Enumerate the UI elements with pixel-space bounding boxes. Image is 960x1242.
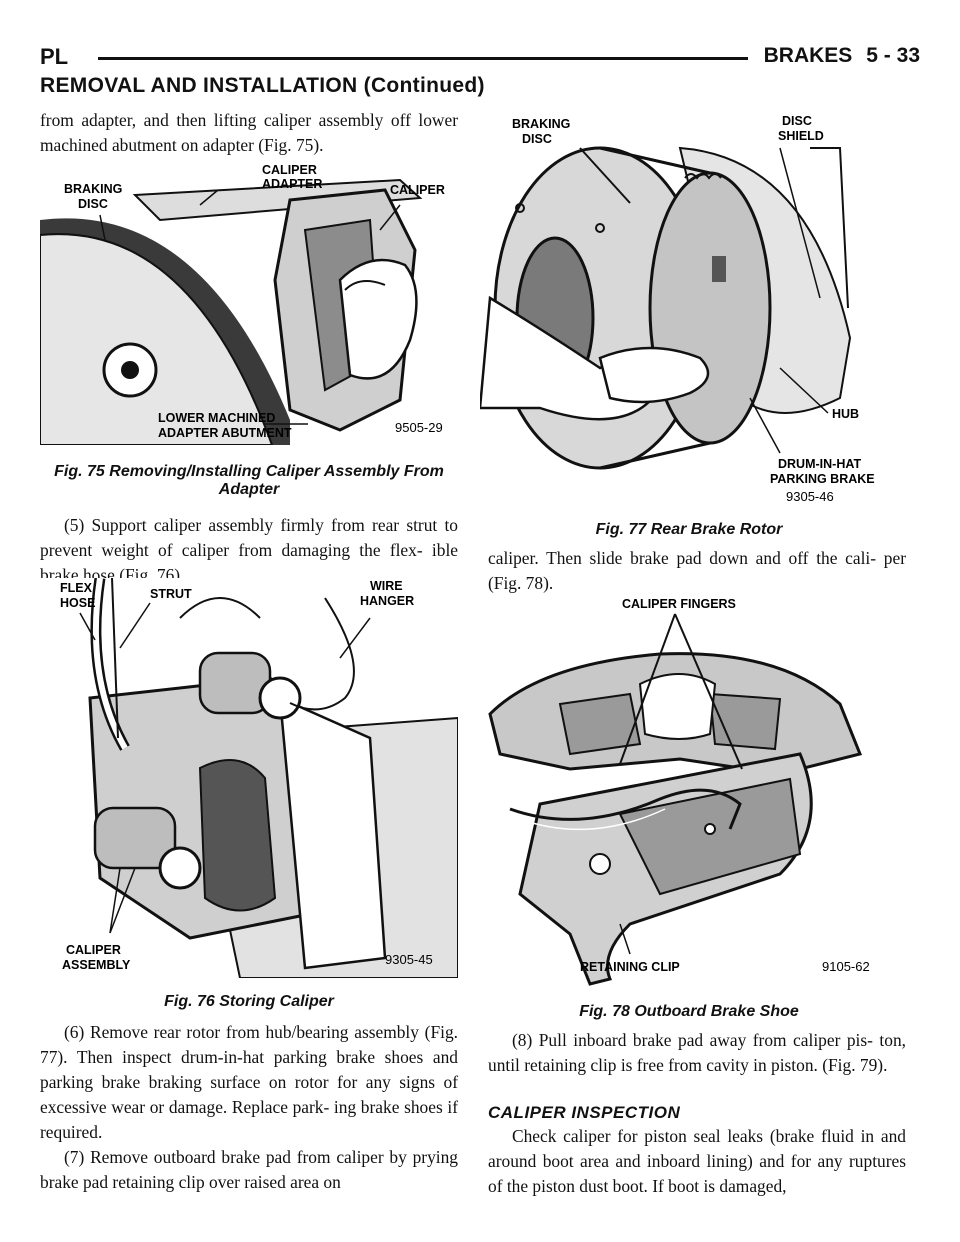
figure-code: 9305-45 — [385, 952, 433, 967]
caption-line: Adapter — [218, 481, 280, 498]
figure-76-illustration: FLEX HOSE STRUT WIRE HANGER CALIPER ASSE… — [40, 578, 458, 978]
right-text-middle: (8) Pull inboard brake pad away from cal… — [488, 1028, 906, 1078]
label: BRAKING — [64, 182, 122, 196]
figure-78: CALIPER FINGERS RETAINING CLIP 9105-62 — [480, 594, 898, 989]
figure-code: 9105-62 — [822, 959, 870, 974]
paragraph: caliper. Then slide brake pad down and o… — [488, 548, 906, 593]
label: LOWER MACHINED — [158, 411, 275, 425]
figure-78-caption: Fig. 78 Outboard Brake Shoe — [579, 1003, 799, 1020]
paragraph: from adapter, and then lifting caliper a… — [40, 110, 458, 155]
figure-77-illustration: BRAKING DISC DISC SHIELD HUB DRUM-IN-HAT… — [480, 108, 898, 508]
label: SHIELD — [778, 129, 824, 143]
header-right: BRAKES 5 - 33 — [750, 44, 920, 68]
paragraph: (8) Pull inboard brake pad away from cal… — [488, 1030, 906, 1075]
figure-code: 9505-29 — [395, 420, 443, 435]
label: DISC — [78, 197, 108, 211]
right-text-top: caliper. Then slide brake pad down and o… — [488, 546, 906, 596]
figure-76: FLEX HOSE STRUT WIRE HANGER CALIPER ASSE… — [40, 578, 458, 978]
paragraph: Check caliper for piston seal leaks (bra… — [488, 1126, 906, 1196]
figure-76-caption: Fig. 76 Storing Caliper — [164, 993, 334, 1010]
label: CALIPER — [66, 943, 121, 957]
figure-77: BRAKING DISC DISC SHIELD HUB DRUM-IN-HAT… — [480, 108, 898, 508]
left-text-top: from adapter, and then lifting caliper a… — [40, 108, 458, 158]
header-page-number: 5 - 33 — [866, 44, 920, 67]
label: HANGER — [360, 594, 414, 608]
left-text-bottom: (6) Remove rear rotor from hub/bearing a… — [40, 1020, 458, 1195]
header-section: BRAKES — [763, 44, 853, 67]
paragraph: (5) Support caliper assembly firmly from… — [40, 515, 458, 585]
paragraph: (7) Remove outboard brake pad from calip… — [40, 1147, 458, 1192]
label: FLEX — [60, 581, 93, 595]
label: WIRE — [370, 579, 403, 593]
label: HOSE — [60, 596, 95, 610]
label: DISC — [782, 114, 812, 128]
label: CALIPER FINGERS — [622, 597, 736, 611]
header-rule — [98, 57, 748, 60]
left-text-middle: (5) Support caliper assembly firmly from… — [40, 513, 458, 588]
label: DRUM-IN-HAT — [778, 457, 861, 471]
figure-75-caption: Fig. 75 Removing/Installing Caliper Asse… — [40, 463, 458, 499]
label: CALIPER — [262, 163, 317, 177]
label: RETAINING CLIP — [580, 960, 680, 974]
label: BRAKING — [512, 117, 570, 131]
section-title: REMOVAL AND INSTALLATION (Continued) — [40, 74, 485, 97]
caption-line: Fig. 75 Removing/Installing Caliper Asse… — [54, 463, 444, 480]
label: PARKING BRAKE — [770, 472, 875, 486]
figure-77-caption: Fig. 77 Rear Brake Rotor — [595, 521, 783, 538]
subheading-caliper-inspection: CALIPER INSPECTION — [488, 1103, 681, 1122]
label: CALIPER — [390, 183, 445, 197]
figure-78-illustration: CALIPER FINGERS RETAINING CLIP 9105-62 — [480, 594, 898, 989]
label: HUB — [832, 407, 859, 421]
right-text-bottom: Check caliper for piston seal leaks (bra… — [488, 1124, 906, 1199]
paragraph: (6) Remove rear rotor from hub/bearing a… — [40, 1022, 458, 1142]
label: ASSEMBLY — [62, 958, 131, 972]
figure-75: BRAKING DISC CALIPER ADAPTER CALIPER LOW… — [40, 160, 458, 445]
figure-code: 9305-46 — [786, 489, 834, 504]
figure-75-illustration: BRAKING DISC CALIPER ADAPTER CALIPER LOW… — [40, 160, 458, 445]
label: STRUT — [150, 587, 192, 601]
header-left: PL — [40, 44, 69, 69]
label: ADAPTER — [262, 177, 322, 191]
label: ADAPTER ABUTMENT — [158, 426, 292, 440]
label: DISC — [522, 132, 552, 146]
page-header: PL BRAKES 5 - 33 — [40, 44, 920, 74]
